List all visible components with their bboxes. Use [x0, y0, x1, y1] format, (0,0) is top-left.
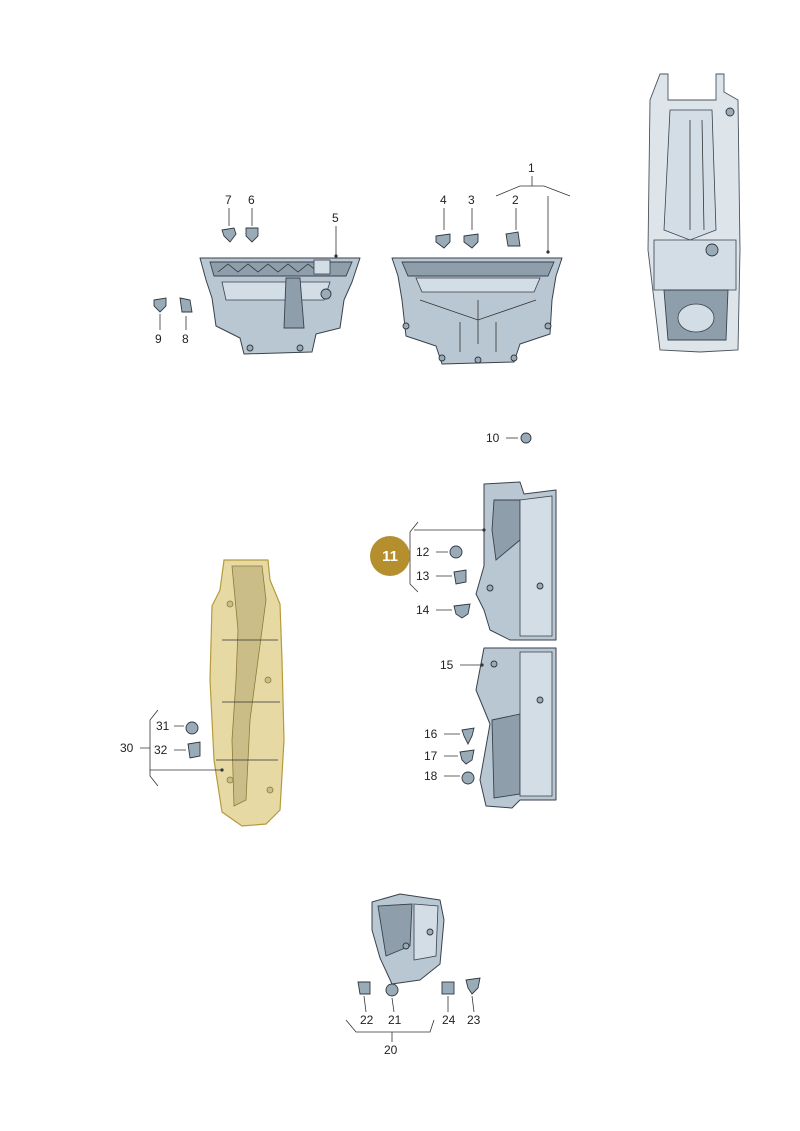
label-30: 30: [120, 741, 134, 755]
label-31: 31: [156, 719, 170, 733]
label-5: 5: [332, 211, 339, 225]
vehicle-underbody-overview: [647, 73, 741, 353]
label-9: 9: [155, 332, 162, 346]
label-10: 10: [486, 431, 500, 445]
label-15: 15: [440, 658, 454, 672]
label-22: 22: [360, 1013, 374, 1027]
rear-cover-panel: [371, 893, 445, 985]
floor-panel-upper: [475, 481, 557, 641]
label-21: 21: [388, 1013, 402, 1027]
label-3: 3: [468, 193, 475, 207]
label-13: 13: [416, 569, 430, 583]
label-2: 2: [512, 193, 519, 207]
label-4: 4: [440, 193, 447, 207]
label-23: 23: [467, 1013, 481, 1027]
label-16: 16: [424, 727, 438, 741]
label-17: 17: [424, 749, 438, 763]
engine-undertray-main: [391, 257, 563, 365]
label-20: 20: [384, 1043, 398, 1057]
highlight-badge-label: 11: [382, 548, 398, 565]
label-7: 7: [225, 193, 232, 207]
label-6: 6: [248, 193, 255, 207]
label-8: 8: [182, 332, 189, 346]
label-1: 1: [528, 161, 535, 175]
label-32: 32: [154, 743, 168, 757]
label-14: 14: [416, 603, 430, 617]
highlight-badge: 11: [370, 536, 410, 576]
label-18: 18: [424, 769, 438, 783]
engine-undertray-front: [199, 257, 361, 355]
part-labels: 1 2 3 4 5 6 7 8 9 10 12 13 14 15 16 17 1…: [120, 161, 535, 1057]
floor-panel-lower: [475, 647, 557, 809]
fasteners: [153, 227, 532, 997]
label-24: 24: [442, 1013, 456, 1027]
leader-lines: [140, 176, 571, 1042]
label-12: 12: [416, 545, 430, 559]
underbody-panel-highlighted: [209, 559, 285, 827]
